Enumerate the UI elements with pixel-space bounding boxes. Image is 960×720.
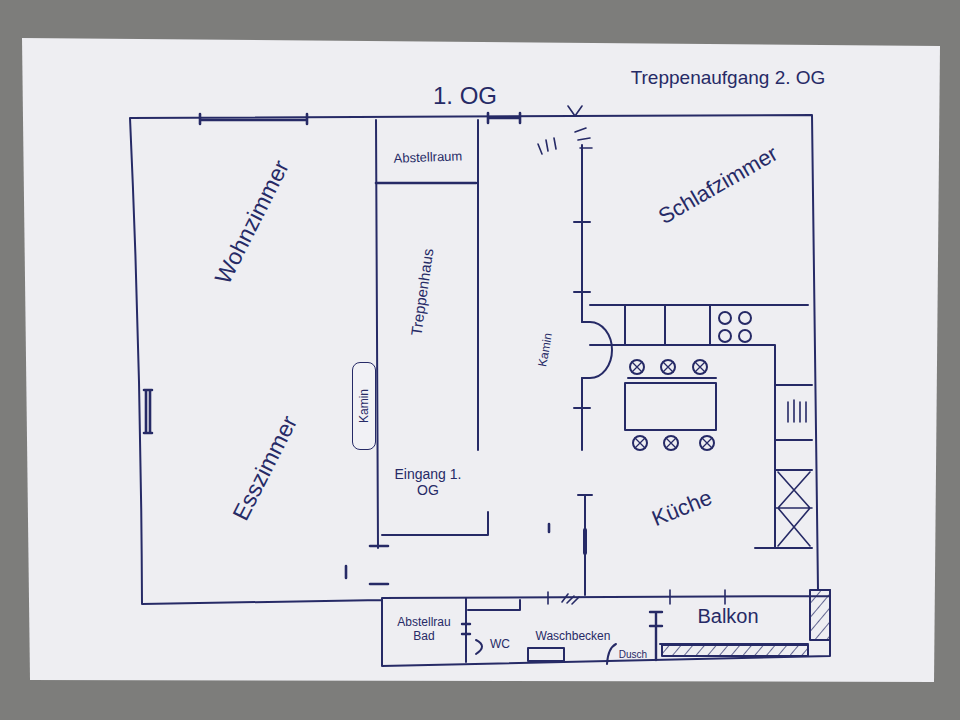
bath-wall xyxy=(466,598,520,662)
wc-symbol xyxy=(476,640,482,654)
room-name: Abstellraum xyxy=(393,149,462,166)
kitchen-counter xyxy=(590,305,812,548)
window xyxy=(144,113,520,433)
balcony-side-wall xyxy=(810,590,830,640)
door-mark xyxy=(548,590,725,604)
stove-burner xyxy=(739,312,751,324)
floor-title: 1. OG xyxy=(433,82,497,110)
sink-symbol xyxy=(788,400,806,422)
dishwasher-symbol xyxy=(776,472,812,546)
room-name: Esszimmer xyxy=(227,411,302,524)
stair-wall xyxy=(376,120,488,548)
stair-up-mark xyxy=(538,106,592,154)
stove-burner xyxy=(739,330,751,342)
stair-note: Treppenaufgang 2. OG xyxy=(631,67,826,89)
chair-cross xyxy=(632,362,712,448)
fixture-name: Dusch xyxy=(619,649,647,661)
fixture-name: Kamin xyxy=(358,389,372,423)
room: Küche xyxy=(592,350,774,595)
shower-symbol xyxy=(607,644,616,664)
room: Schlafzimmer xyxy=(590,120,810,303)
room: Abstellraum xyxy=(378,120,478,183)
stove-burner xyxy=(719,312,731,324)
room-name: Treppenhaus xyxy=(407,247,436,336)
dining-table xyxy=(625,383,716,430)
inner-wall xyxy=(574,145,590,450)
room-name: Küche xyxy=(648,485,715,532)
room: Abstellrau Bad xyxy=(384,600,464,660)
room: WohnzimmerEsszimmer xyxy=(140,120,376,602)
kitchen-wall xyxy=(578,495,592,595)
room-name: Abstellrau Bad xyxy=(391,616,457,644)
kitchen-door xyxy=(583,530,587,553)
fixture-name: Waschbecken xyxy=(536,630,611,644)
room: Balkon xyxy=(660,600,810,642)
fixture-name: WC xyxy=(490,638,510,652)
room-name: Schlafzimmer xyxy=(654,141,782,230)
fixture-name: Kamin xyxy=(536,332,555,368)
fireplace-box: Kamin xyxy=(352,362,376,450)
paper-sheet xyxy=(22,38,940,682)
room-name: Wohnzimmer xyxy=(210,156,295,288)
outer-wall xyxy=(130,115,830,666)
bath-door xyxy=(462,612,662,660)
walls xyxy=(130,106,830,666)
storage-wall xyxy=(376,182,476,185)
bench-line xyxy=(628,377,716,379)
entrance-label: Eingang 1. OG xyxy=(392,466,464,498)
stove-burner xyxy=(719,330,731,342)
washbasin-symbol xyxy=(528,648,564,661)
fireplace-symbol xyxy=(582,322,612,378)
balcony-railing xyxy=(662,645,808,656)
room-name: Balkon xyxy=(697,605,758,628)
door-mark xyxy=(346,524,549,584)
